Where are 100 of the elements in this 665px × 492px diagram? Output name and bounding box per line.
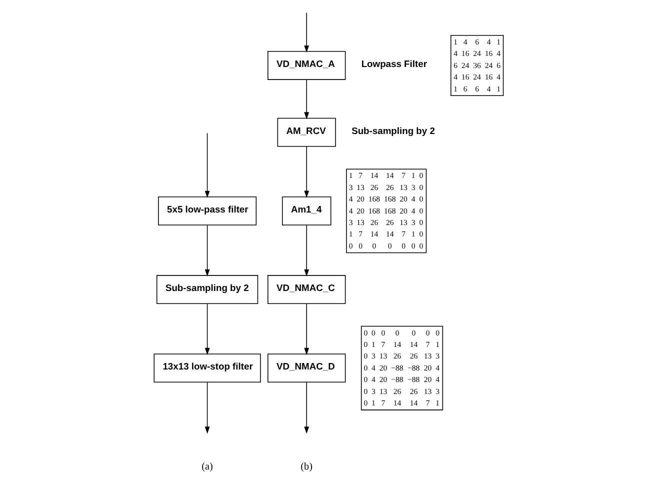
label: 1 bbox=[435, 398, 440, 408]
label: 26 bbox=[385, 182, 394, 192]
arrow bbox=[304, 224, 309, 276]
label: 20 bbox=[399, 194, 407, 204]
label: 4 bbox=[410, 206, 415, 215]
label: 4 bbox=[348, 206, 352, 215]
label: 0 bbox=[394, 328, 399, 337]
label: 0 bbox=[380, 328, 385, 337]
arrow bbox=[304, 146, 309, 198]
label: 20 bbox=[399, 206, 407, 215]
label: 4 bbox=[371, 374, 375, 384]
label: 24 bbox=[472, 72, 480, 82]
label: 0 bbox=[363, 386, 368, 396]
label: 26 bbox=[370, 217, 378, 226]
label: 14 bbox=[409, 339, 418, 348]
label: −88 bbox=[390, 374, 403, 384]
label: 7 bbox=[380, 339, 385, 348]
label: 26 bbox=[392, 386, 401, 396]
label: 3 bbox=[410, 182, 415, 192]
label: 0 bbox=[363, 374, 368, 384]
label: 13 bbox=[399, 217, 407, 226]
arrow bbox=[204, 224, 210, 276]
node-box: VD_NMAC_D bbox=[267, 353, 346, 382]
arrow bbox=[204, 382, 210, 434]
label: 0 bbox=[425, 328, 430, 337]
label: 0 bbox=[363, 398, 368, 408]
label: 4 bbox=[371, 362, 375, 372]
label: 3 bbox=[348, 182, 352, 192]
label: 1 bbox=[348, 170, 352, 180]
label: 1 bbox=[371, 339, 375, 348]
label: 26 bbox=[370, 182, 378, 192]
label: 0 bbox=[418, 229, 423, 238]
label: 13 bbox=[356, 182, 364, 192]
label: 3 bbox=[371, 351, 375, 360]
label: 0 bbox=[372, 240, 376, 250]
label: 4 bbox=[410, 194, 415, 204]
label: 7 bbox=[358, 229, 362, 238]
label: 0 bbox=[418, 194, 423, 204]
label: 0 bbox=[435, 328, 440, 337]
label: 7 bbox=[425, 398, 430, 408]
label: 16 bbox=[484, 72, 492, 82]
label: 0 bbox=[411, 328, 416, 337]
label: 0 bbox=[363, 339, 368, 348]
label: 168 bbox=[384, 206, 396, 215]
arrow bbox=[304, 78, 309, 119]
label: 24 bbox=[484, 60, 492, 70]
node-box: VD_NMAC_A bbox=[267, 50, 346, 80]
label: 7 bbox=[380, 398, 385, 408]
label: 4 bbox=[486, 84, 490, 93]
label: 0 bbox=[363, 362, 368, 372]
node-box: Sub-sampling by 2 bbox=[156, 274, 258, 304]
label: 16 bbox=[460, 72, 469, 82]
label: 20 bbox=[423, 362, 432, 372]
label: 7 bbox=[425, 339, 430, 348]
node-box: AM_RCV bbox=[276, 117, 336, 146]
label: 0 bbox=[418, 170, 423, 180]
label: 4 bbox=[453, 48, 458, 58]
label: 0 bbox=[418, 240, 423, 250]
label: 4 bbox=[435, 362, 440, 372]
label: 20 bbox=[356, 206, 364, 215]
label: 13 bbox=[423, 351, 432, 360]
label: 0 bbox=[371, 328, 375, 337]
label: 16 bbox=[484, 48, 492, 58]
label: 0 bbox=[401, 240, 406, 250]
label: −88 bbox=[406, 374, 420, 384]
node-label: Sub-sampling by 2 bbox=[351, 125, 434, 136]
label: 0 bbox=[418, 182, 423, 192]
label: 1 bbox=[435, 339, 440, 348]
label: 0 bbox=[418, 217, 423, 226]
label: 14 bbox=[385, 170, 394, 180]
label: 36 bbox=[472, 60, 480, 70]
label: 3 bbox=[410, 217, 415, 226]
label: 14 bbox=[392, 398, 401, 408]
arrow bbox=[304, 12, 309, 52]
label: 0 bbox=[387, 240, 392, 250]
label: 0 bbox=[363, 328, 368, 337]
label: 20 bbox=[378, 362, 387, 372]
label: 1 bbox=[410, 170, 415, 180]
node-box: 5x5 low-pass filter bbox=[158, 196, 256, 225]
label: 14 bbox=[370, 170, 378, 180]
arrow bbox=[304, 382, 309, 434]
label: 13 bbox=[356, 217, 364, 226]
label: 13 bbox=[399, 182, 407, 192]
label: 4 bbox=[435, 374, 440, 384]
label: 24 bbox=[460, 60, 469, 70]
label: −88 bbox=[406, 362, 420, 372]
label: 20 bbox=[423, 374, 432, 384]
label: 1 bbox=[348, 229, 352, 238]
label: 0 bbox=[410, 240, 415, 250]
node-box: Am1_4 bbox=[281, 196, 331, 225]
label: 20 bbox=[378, 374, 387, 384]
label: (a) bbox=[201, 460, 212, 472]
label: 4 bbox=[486, 36, 490, 46]
label: 4 bbox=[462, 36, 467, 46]
arrow bbox=[204, 132, 210, 198]
label: 14 bbox=[392, 339, 401, 348]
label: 6 bbox=[474, 84, 479, 93]
label: 7 bbox=[358, 170, 362, 180]
label: 3 bbox=[348, 217, 352, 226]
label: 26 bbox=[409, 386, 418, 396]
